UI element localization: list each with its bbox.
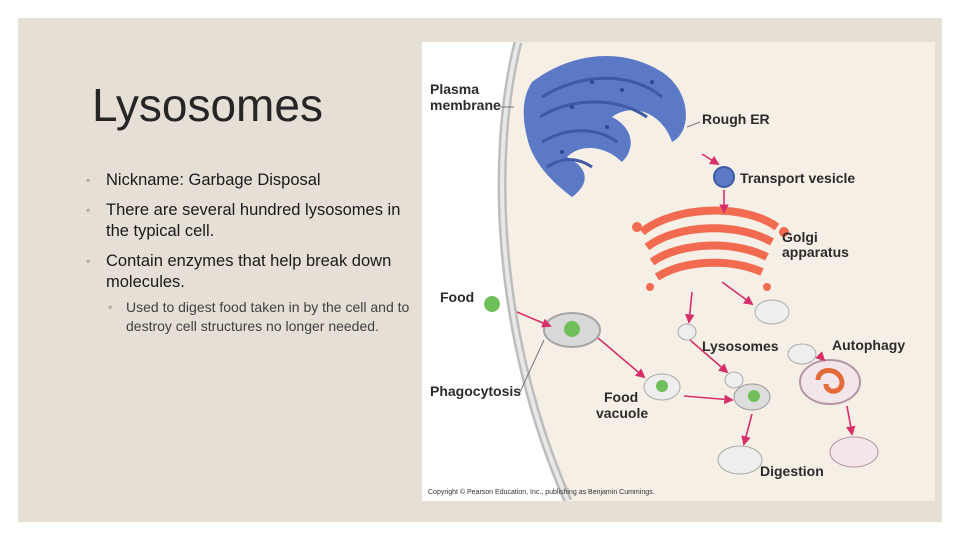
bullet-text: Contain enzymes that help break down mol… [106,252,392,291]
bullet-list: ◦ Nickname: Garbage Disposal ◦ There are… [86,170,416,336]
copyright-text: Copyright © Pearson Education, Inc., pub… [428,488,655,496]
transport-vesicle-shape [713,166,735,188]
lysosome-shape [724,371,744,389]
bullet-text: Nickname: Garbage Disposal [106,171,321,189]
diagram-canvas: Plasma membrane Rough ER Transport vesic… [428,42,935,501]
lysosome-diagram: Plasma membrane Rough ER Transport vesic… [422,42,935,501]
label-food-vacuole: vacuole [596,405,648,421]
bullet-marker-icon: ◦ [108,300,113,314]
label-golgi: apparatus [782,244,849,260]
pathway-arrows [516,153,856,446]
golgi-shape [632,206,789,291]
bullet-marker-icon: ◦ [86,254,91,268]
label-lysosomes: Lysosomes [702,338,779,354]
sub-bullet-text: Used to digest food taken in by the cell… [126,299,410,334]
lysosome-shape [787,343,817,365]
bullet-marker-icon: ◦ [86,203,91,217]
bullet-item: ◦ Nickname: Garbage Disposal [86,170,416,191]
digestion-vesicle [829,436,879,468]
digestion-vesicle [717,445,763,475]
label-food: Food [440,289,474,305]
bullet-text: There are several hundred lysosomes in t… [106,201,401,240]
slide-title: Lysosomes [92,79,323,131]
bullet-item: ◦ There are several hundred lysosomes in… [86,200,416,242]
label-autophagy: Autophagy [832,337,905,353]
label-golgi: Golgi [782,229,818,245]
label-transport-vesicle: Transport vesicle [740,170,855,186]
label-rough-er: Rough ER [702,111,770,127]
label-digestion: Digestion [760,463,824,479]
label-plasma-membrane: membrane [430,97,501,113]
label-plasma-membrane: Plasma [430,81,479,97]
lysosome-shape [754,299,790,325]
rough-er-shape [523,55,686,198]
label-phagocytosis: Phagocytosis [430,383,521,399]
autophagy-vesicle [799,359,861,405]
bullet-marker-icon: ◦ [86,173,91,187]
sub-bullet-item: ◦ Used to digest food taken in by the ce… [108,298,416,336]
food-particle [484,296,500,312]
label-food-vacuole: Food [604,389,638,405]
label-pointer-lines [500,106,701,393]
bullet-item: ◦ Contain enzymes that help break down m… [86,251,416,293]
lysosome-shape [677,323,697,341]
